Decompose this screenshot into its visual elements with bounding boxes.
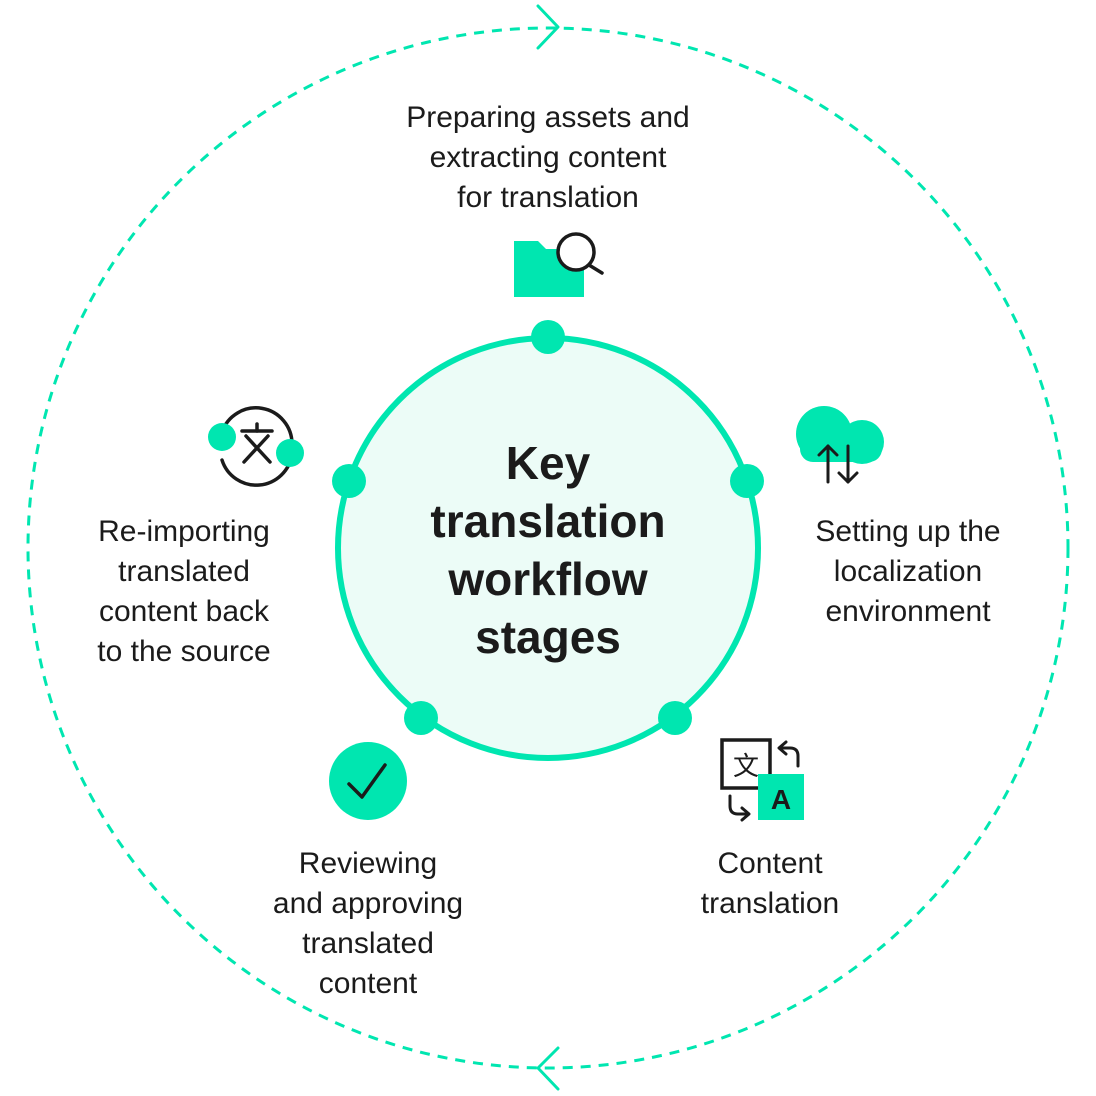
- reimport-translate-icon: [208, 406, 304, 487]
- cloud-sync-icon: [796, 406, 884, 484]
- stage-label-localization-environment: Setting up the localization environment: [815, 515, 1001, 628]
- stage-node-5: [332, 464, 366, 498]
- stage-node-2: [730, 464, 764, 498]
- stage-label-preparing-assets: Preparing assets and extracting content …: [406, 101, 690, 214]
- stage-node-1: [531, 320, 565, 354]
- stage-node-3: [658, 701, 692, 735]
- stage-label-reimporting: Re-importing translated content back to …: [97, 515, 271, 668]
- center-title: Key translation workflow stages: [430, 437, 666, 663]
- checkmark-icon: [329, 742, 407, 820]
- folder-search-icon: [514, 232, 604, 297]
- stage-label-reviewing-approving: Reviewing and approving translated conte…: [272, 847, 464, 1000]
- svg-text:A: A: [771, 784, 791, 815]
- svg-text:文: 文: [733, 752, 759, 782]
- outer-cycle-ring: [26, 26, 1070, 1070]
- stage-node-4: [404, 701, 438, 735]
- cycle-arrow-top: [536, 4, 560, 50]
- translate-icon: 文 A: [720, 738, 804, 822]
- cycle-arrow-bottom: [536, 1046, 560, 1091]
- stage-label-content-translation: Content translation: [700, 847, 840, 920]
